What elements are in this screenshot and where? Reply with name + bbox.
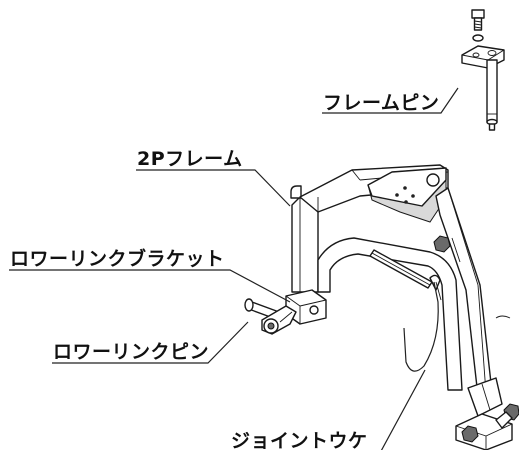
washer-icon bbox=[472, 34, 484, 42]
two-p-frame bbox=[290, 164, 511, 417]
leader-lines bbox=[9, 87, 459, 450]
joint-receiver bbox=[403, 281, 442, 372]
label-2p-frame: 2Pフレーム bbox=[137, 148, 243, 170]
lower-link-pin bbox=[244, 298, 297, 335]
pin-plate bbox=[461, 45, 505, 69]
bolt-icon bbox=[471, 9, 485, 31]
nut-icon bbox=[433, 235, 451, 253]
label-joint-receiver: ジョイントウケ bbox=[231, 430, 368, 450]
label-lower-link-bracket: ロワーリンクブラケット bbox=[10, 247, 225, 270]
label-frame-pin: フレームピン bbox=[323, 92, 439, 114]
label-lower-link-pin: ロワーリンクピン bbox=[53, 341, 209, 363]
frame-pin-assembly bbox=[461, 9, 505, 131]
hitch-assembly bbox=[455, 403, 519, 450]
pin-shaft bbox=[486, 59, 498, 123]
nut-icon bbox=[461, 425, 479, 443]
